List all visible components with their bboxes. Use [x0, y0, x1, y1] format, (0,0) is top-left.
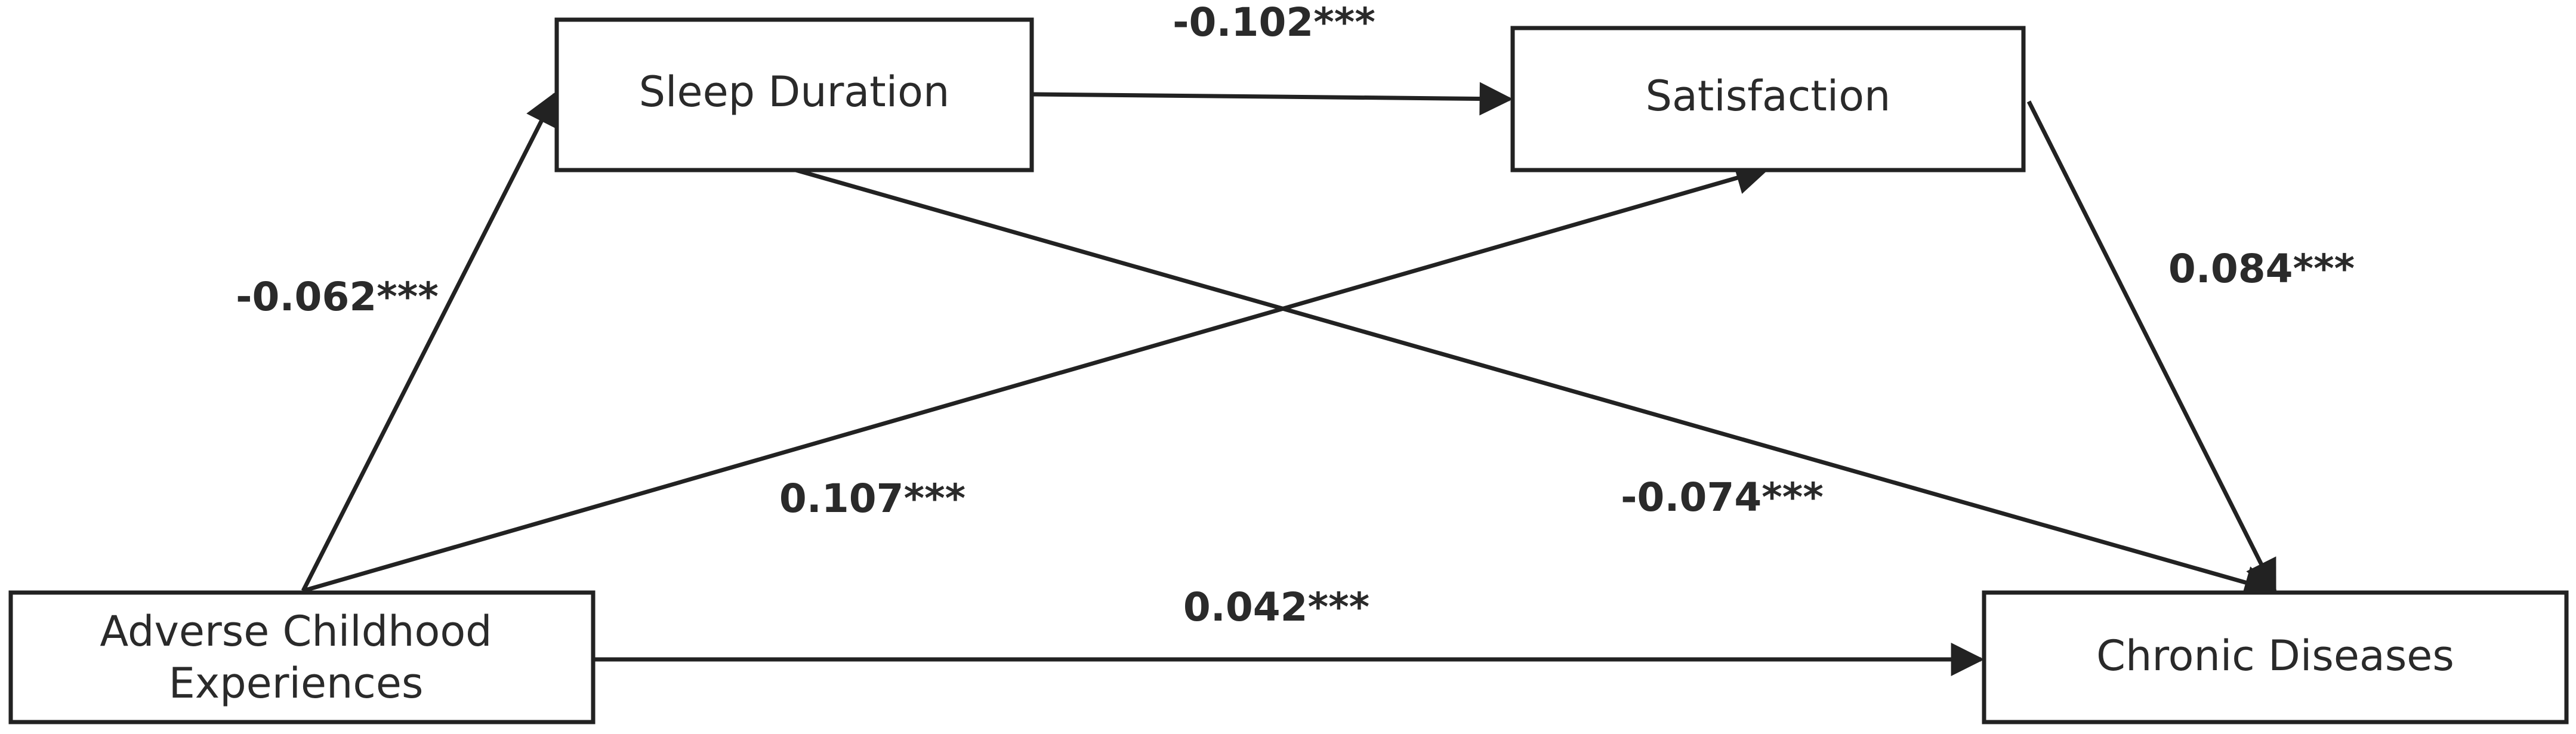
node-sleep-duration: Sleep Duration [554, 17, 1034, 172]
node-satisfaction-label: Satisfaction [1646, 72, 1891, 121]
node-sleep-duration-label: Sleep Duration [639, 67, 950, 116]
coef-sleep-to-satisfaction: -0.102*** [1173, 0, 1375, 45]
edge-sleep-to-chronic [793, 167, 2278, 599]
coef-aces-to-satisfaction: 0.107*** [779, 476, 965, 522]
node-satisfaction: Satisfaction [1510, 26, 2026, 172]
coef-sleep-to-chronic: -0.074*** [1621, 474, 1824, 520]
edge-aces-to-satisfaction [303, 162, 1770, 593]
edge-satisfaction-to-chronic [2026, 100, 2277, 594]
coef-aces-to-chronic: 0.042*** [1183, 584, 1369, 630]
edge-sleep-to-satisfaction [1033, 82, 1513, 116]
edge-aces-to-sleep [301, 91, 557, 592]
node-adverse-childhood-experiences: Adverse Childhood Experiences [8, 590, 596, 724]
node-chronic-diseases: Chronic Diseases [1982, 590, 2569, 724]
coef-satisfaction-to-chronic: 0.084*** [2168, 246, 2355, 292]
node-aces-label-line2: Experiences [169, 659, 424, 708]
node-chronic-diseases-label: Chronic Diseases [2096, 631, 2454, 680]
node-aces-label-line1: Adverse Childhood [100, 607, 492, 656]
coef-aces-to-sleep: -0.062*** [236, 274, 439, 320]
